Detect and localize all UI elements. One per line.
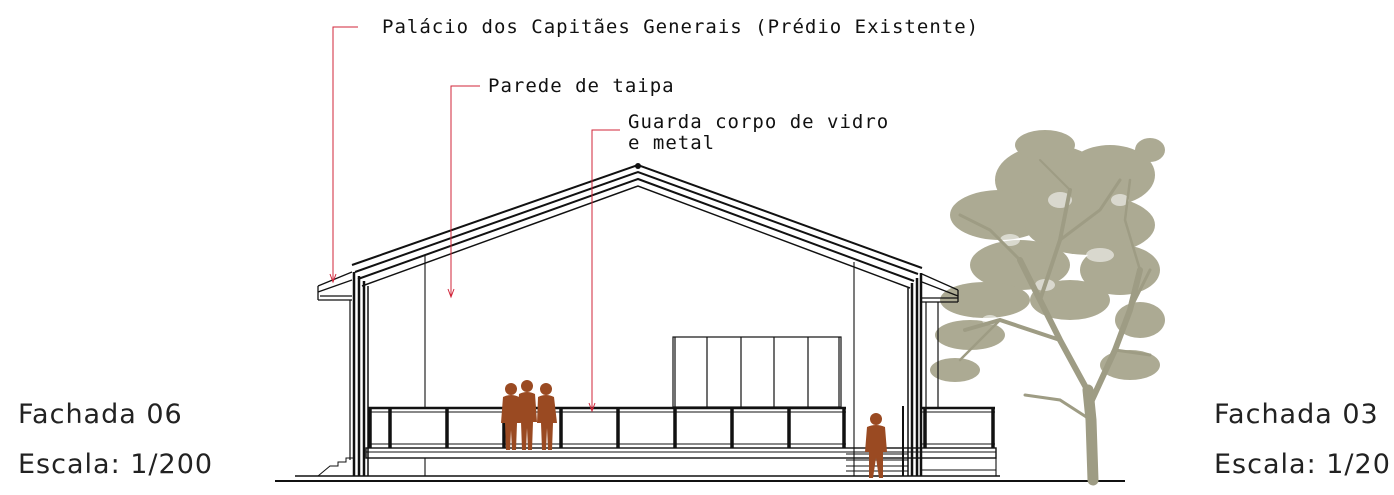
taipa-walls: [352, 272, 923, 476]
leader-lines: [329, 26, 620, 413]
leader-railing: [591, 129, 620, 410]
left-facade-title: Fachada 06: [18, 399, 183, 430]
leader-wall: [450, 85, 480, 296]
figure-left: [501, 383, 521, 450]
annotation-railing-line2: e metal: [628, 132, 716, 154]
annotation-palace: Palácio dos Capitães Generais (Prédio Ex…: [382, 16, 980, 38]
annotation-wall: Parede de taipa: [488, 75, 675, 97]
leader-palace: [332, 26, 358, 281]
glazed-panels: [672, 336, 842, 408]
figure-right: [537, 383, 557, 450]
ground-line: [275, 475, 1125, 482]
existing-walls: [349, 300, 939, 460]
left-facade-scale: Escala: 1/200: [18, 449, 214, 480]
figure-middle: [517, 380, 537, 450]
figure-stairs: [865, 413, 887, 478]
balcony-slab: [365, 447, 997, 476]
inner-lines: [424, 256, 855, 476]
glass-railing: [368, 406, 995, 476]
annotation-railing-line1: Guarda corpo de vidro: [628, 111, 890, 133]
right-facade-scale: Escala: 1/20: [1214, 449, 1391, 480]
gable-roof: [351, 163, 923, 289]
stairs: [317, 453, 908, 477]
eaves: [317, 271, 959, 303]
human-figures: [501, 380, 887, 478]
tree: [930, 130, 1165, 486]
right-facade-title: Fachada 03: [1214, 399, 1379, 430]
